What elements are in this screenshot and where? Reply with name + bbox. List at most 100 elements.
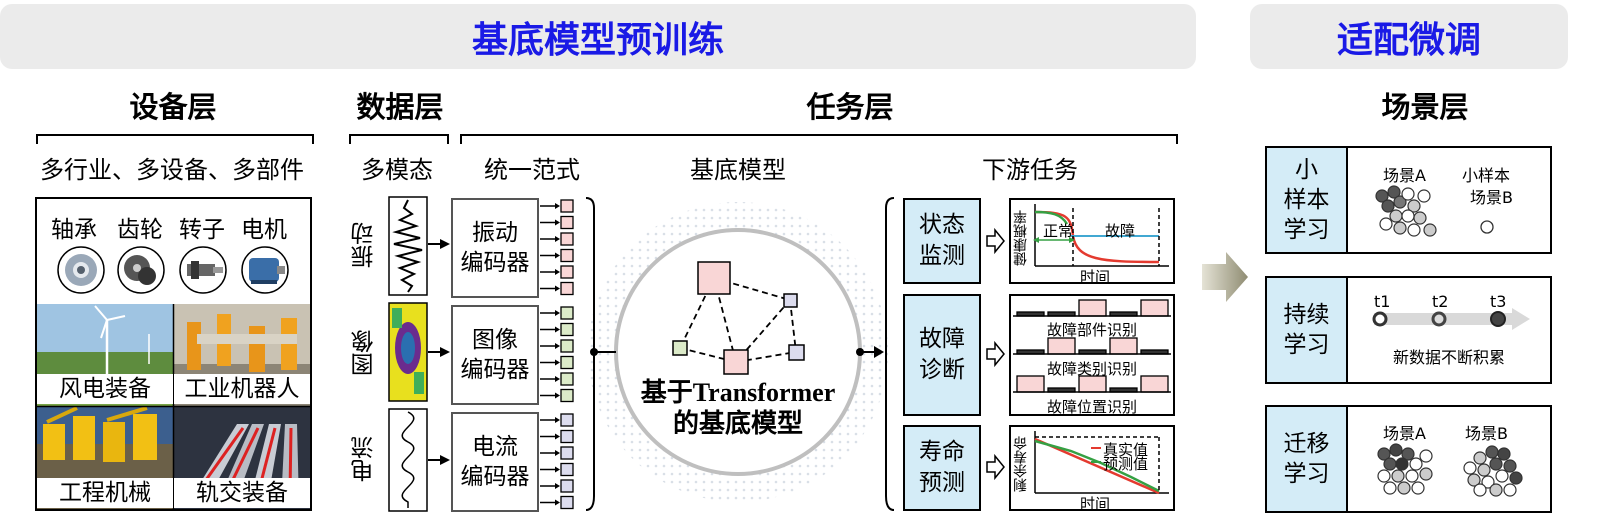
continual-t1: t1 [1374, 292, 1391, 311]
hollow-arrow-icon [986, 227, 1005, 255]
monitoring-plot-graphics [1033, 204, 1169, 267]
rul-pred-label: 预测值 [1103, 455, 1149, 473]
motor-icon [241, 246, 289, 294]
component-bearing-label: 轴承 [51, 217, 97, 243]
modality-subhead: 多模态 [361, 156, 433, 184]
token-square [560, 215, 574, 230]
monitoring-xlabel: 时间 [1080, 268, 1111, 286]
component-row: 轴承 齿轮 转子 电机 [37, 210, 310, 302]
monitoring-plot [1009, 198, 1175, 284]
diagnosis-graphics [1013, 299, 1171, 393]
few-shot-scene-b2: 场景B [1470, 188, 1513, 207]
token-square [560, 199, 574, 213]
transfer-panel [1346, 405, 1552, 513]
sample-dot [1467, 473, 1481, 487]
fault-bar [1109, 337, 1138, 355]
sample-dot [1413, 211, 1427, 225]
token-square [560, 479, 574, 493]
sample-dot [1389, 443, 1403, 457]
model-caption: 基于Transformer 的基底模型 [620, 377, 856, 439]
token-node-large [697, 261, 731, 295]
few-shot-scene-b1: 小样本 [1462, 166, 1511, 185]
token-node-purple-1 [783, 293, 798, 308]
few-shot-sample-b [1480, 220, 1494, 234]
token-square [560, 306, 574, 320]
sample-dot [1401, 209, 1415, 223]
token-square [560, 388, 574, 403]
image-encoder-line1: 图像 [472, 327, 518, 353]
sample-dot [1463, 461, 1477, 475]
downstream-subhead: 下游任务 [982, 156, 1078, 184]
few-shot-line2: 样本 [1283, 187, 1330, 213]
finetune-arrow-icon [1202, 252, 1248, 302]
component-icons [57, 246, 289, 294]
task-arrows [986, 227, 1005, 481]
sample-dot [1419, 449, 1433, 463]
token-brace [585, 197, 595, 511]
transfer-cluster-a [1377, 443, 1433, 495]
token-node-red-2 [723, 349, 749, 375]
task-diagnosis: 故障 诊断 [903, 294, 981, 416]
image-signal-icon [388, 302, 428, 402]
token-square [560, 339, 574, 353]
sample-dot [1391, 469, 1405, 483]
sample-dot [1377, 447, 1391, 461]
sample-dot [1397, 481, 1411, 495]
sample-dot [1401, 187, 1415, 201]
model-caption-line2: 的基底模型 [672, 409, 803, 438]
sample-dot [1423, 223, 1437, 237]
rul-plot [1009, 425, 1175, 511]
sample-dot [1417, 189, 1431, 203]
diagnosis-panel [1009, 294, 1175, 416]
sample-dot [1383, 481, 1397, 495]
transfer-scene-b: 场景B [1465, 424, 1508, 443]
few-shot-line3: 学习 [1283, 217, 1330, 243]
sample-dot [1393, 221, 1407, 235]
model-caption-line1: 基于Transformer [640, 378, 836, 407]
task-monitoring: 状态 监测 [903, 198, 981, 284]
scene-layer-title: 场景层 [1381, 90, 1469, 124]
component-rotor-label: 转子 [179, 217, 225, 243]
task-brace [885, 197, 895, 511]
token-columns [540, 199, 574, 510]
device-subhead: 多行业、多设备、多部件 [40, 156, 304, 184]
token-square [560, 462, 574, 477]
modality-current-label: 电流 [352, 436, 378, 482]
continual-caption: 新数据不断积累 [1392, 348, 1505, 367]
few-shot-scene-a: 场景A [1383, 166, 1426, 185]
base-model-figure [588, 202, 888, 502]
data-layer-title: 数据层 [356, 90, 444, 124]
token-square [560, 446, 574, 460]
few-shot-panel [1346, 146, 1552, 254]
current-encoder-line1: 电流 [472, 434, 518, 460]
rul-plot-graphics [1034, 431, 1169, 495]
token-node-green [672, 340, 688, 356]
task-rul: 寿命 预测 [903, 425, 981, 511]
bearing-icon [57, 246, 105, 294]
transfer-line1: 迁移 [1283, 431, 1330, 457]
sample-dot [1495, 469, 1509, 483]
task-diagnosis-line2: 诊断 [919, 357, 965, 383]
token-square [560, 372, 574, 386]
monitoring-normal-label: 正常 [1043, 222, 1074, 240]
vibration-encoder-line1: 振动 [472, 220, 518, 246]
diagnosis-location-label: 故障位置识别 [1046, 398, 1137, 416]
transfer-line2: 学习 [1283, 461, 1330, 487]
hollow-arrow-icon [986, 453, 1005, 481]
transfer-label: 迁移 学习 [1265, 405, 1348, 513]
sample-dot [1503, 459, 1517, 473]
vibration-encoder: 振动 编码器 [451, 198, 539, 298]
sample-dot [1381, 199, 1395, 213]
industrial-robot-label: 工业机器人 [174, 374, 310, 404]
finetune-title: 适配微调 [1336, 19, 1481, 61]
sample-dot [1393, 195, 1407, 209]
sample-dot [1407, 223, 1421, 237]
monitoring-fault-label: 故障 [1105, 222, 1136, 240]
token-square [560, 495, 574, 510]
device-bracket [36, 134, 314, 144]
sample-dot [1377, 469, 1391, 483]
continual-t3: t3 [1490, 292, 1507, 311]
component-motor-label: 电机 [241, 217, 287, 243]
modality-vibration-label: 振动 [352, 222, 378, 268]
sample-dot [1387, 185, 1401, 199]
